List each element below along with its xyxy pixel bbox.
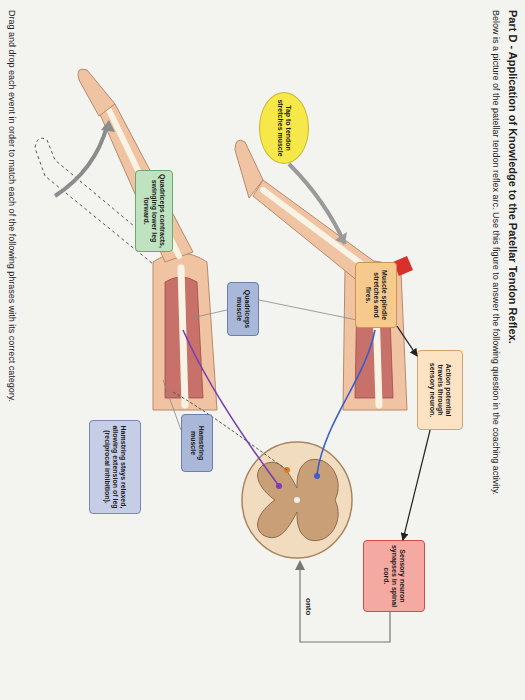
node-text: Sensory neuron synapses in spinal cord. — [382, 544, 405, 608]
leg-before — [235, 140, 413, 410]
leader-line — [259, 300, 357, 320]
node-text: Action potential travels through sensory… — [428, 354, 451, 426]
page-title: Part D - Application of Knowledge to the… — [507, 10, 519, 344]
process-box: Muscle spindle stretches and fires. — [355, 262, 397, 328]
leader-line — [191, 310, 227, 318]
node-text: Hamstring muscle — [189, 418, 205, 468]
bracket-arrowhead — [295, 560, 305, 570]
sensory-neuron — [317, 330, 375, 474]
process-box: Quadriceps contracts, swinging lower leg… — [135, 170, 173, 252]
process-box: Sensory neuron synapses in spinal cord. — [363, 540, 425, 612]
muscle-label-box: Hamstring muscle — [181, 414, 213, 472]
node-text: Quadriceps contracts, swinging lower leg… — [142, 174, 165, 248]
leg-after — [35, 69, 217, 410]
node-text: Muscle spindle stretches and fires. — [364, 266, 387, 324]
node-text: Tap to tendon stretches muscle — [276, 96, 292, 160]
muscle-label-box: Quadriceps muscle — [227, 282, 259, 336]
instruction-text: Below is a picture of the patellar tendo… — [491, 10, 501, 690]
node-text: Hamstring stays relaxed, allowing extens… — [103, 424, 126, 510]
instruction-text: Drag and drop each event in order to mat… — [7, 10, 17, 690]
process-box: Action potential travels through sensory… — [417, 350, 463, 430]
arrow-label: onto — [304, 598, 313, 615]
spinal-cord — [242, 442, 352, 558]
start-oval: Tap to tendon stretches muscle — [259, 92, 309, 164]
flow-arrow — [397, 326, 417, 356]
leader-line — [163, 380, 181, 430]
node-text: Quadriceps muscle — [235, 286, 251, 332]
flow-arrow — [403, 430, 430, 540]
process-box: Hamstring stays relaxed, allowing extens… — [89, 420, 141, 514]
